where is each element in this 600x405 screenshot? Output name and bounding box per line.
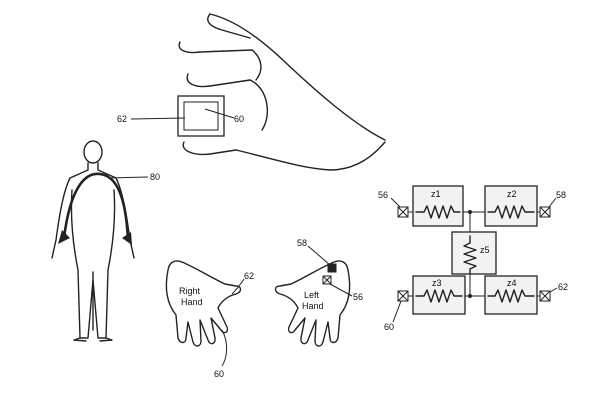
label-z4: z4 [507, 278, 517, 288]
label-z3: z3 [432, 278, 442, 288]
left-hand [274, 260, 351, 347]
label-z1: z1 [431, 189, 441, 199]
terminal-58 [539, 206, 551, 218]
ref-62-top: 62 [117, 114, 127, 124]
leader-56-left-hand [329, 283, 353, 297]
leader-60-circuit [392, 300, 402, 323]
leader-56-circuit [390, 197, 401, 208]
z2-box [484, 185, 538, 227]
electrode-56-on-hand [322, 275, 332, 285]
right-hand [165, 260, 242, 347]
resistor-z2 [487, 205, 535, 219]
leader-80 [107, 176, 149, 179]
left-hand-text-1: Left [304, 290, 320, 300]
impedance-circuit [397, 185, 551, 315]
electrode-58-on-hand [327, 263, 337, 273]
z4-box [484, 275, 538, 315]
device-60 [177, 95, 225, 137]
label-z5: z5 [480, 245, 490, 255]
current-arc-80 [58, 172, 132, 245]
ref-58-left-hand: 58 [297, 238, 307, 248]
terminal-60 [397, 290, 409, 302]
hand-holding-device [178, 13, 386, 171]
resistor-z4 [487, 289, 535, 303]
label-z2: z2 [507, 189, 517, 199]
ref-62-right-hand: 62 [244, 271, 254, 281]
ref-56-left-hand: 56 [353, 292, 363, 302]
leader-62-circuit [549, 287, 558, 293]
human-figure [51, 140, 135, 342]
ref-62-circuit: 62 [558, 282, 568, 292]
leader-58-circuit [548, 197, 557, 208]
resistor-z5 [463, 235, 477, 275]
resistor-z3 [415, 289, 463, 303]
ref-60-circuit: 60 [384, 322, 394, 332]
right-hand-text-2: Hand [181, 297, 203, 307]
ref-60-top: 60 [234, 114, 244, 124]
leader-58-left-hand [307, 245, 331, 266]
ref-56-circuit: 56 [378, 190, 388, 200]
leader-60-right-hand [221, 329, 228, 367]
ref-58-circuit: 58 [556, 190, 566, 200]
terminal-56 [397, 206, 409, 218]
left-hand-text-2: Hand [302, 301, 324, 311]
z1-box [412, 185, 464, 227]
ref-60-right-hand: 60 [214, 369, 224, 379]
z3-box [412, 275, 466, 315]
leader-60-top [204, 108, 235, 119]
leader-62-top [130, 117, 186, 120]
right-hand-text-1: Right [179, 286, 201, 296]
ref-80: 80 [150, 172, 160, 182]
terminal-62 [539, 290, 551, 302]
resistor-z1 [415, 205, 461, 219]
leader-62-right-hand [231, 278, 245, 295]
